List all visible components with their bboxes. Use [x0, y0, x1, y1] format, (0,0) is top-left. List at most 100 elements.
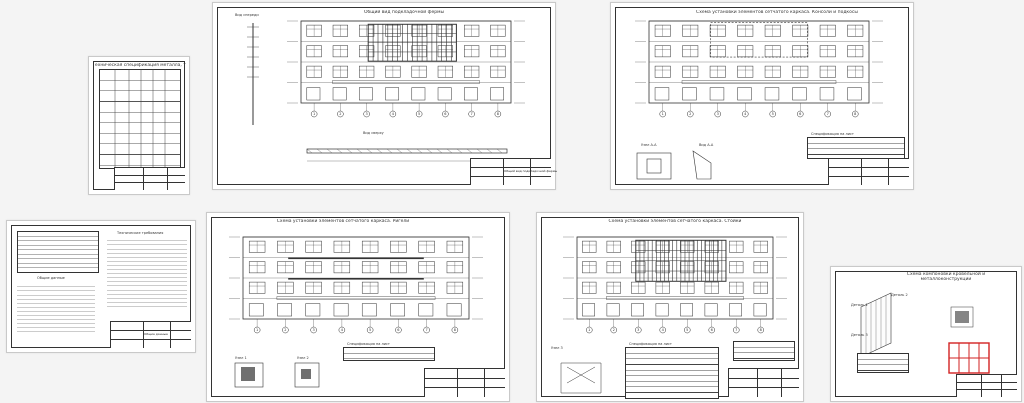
- sheet-frame: [211, 217, 505, 397]
- side-view-label: Вид спереди: [235, 13, 259, 17]
- axis-label: 1: [588, 328, 590, 332]
- axis-label: 7: [426, 328, 428, 332]
- node2-plate: [294, 362, 320, 388]
- shop-window: [446, 303, 462, 317]
- axis-marker: [659, 326, 666, 334]
- axis-label: 5: [686, 328, 688, 332]
- canopy: [276, 296, 436, 300]
- sheet-rigels[interactable]: Схема установки элементов сетчатого карк…: [206, 212, 510, 402]
- spec-table: [343, 347, 435, 361]
- top-view-beam: [306, 148, 508, 154]
- node-brace: [566, 366, 596, 384]
- node1-profile: [241, 367, 255, 381]
- axis-label: 7: [827, 112, 829, 116]
- axis-marker: [769, 110, 776, 118]
- sheet-general-view[interactable]: Общий вид подкладочной фермы Вид спереди…: [212, 2, 557, 190]
- shop-window: [359, 87, 373, 101]
- shop-window: [464, 87, 478, 101]
- axis-marker: [363, 110, 370, 118]
- axis-label: 3: [366, 112, 368, 116]
- top-view-truss: [436, 148, 443, 154]
- axis-marker: [852, 110, 859, 118]
- spec-table: [625, 347, 719, 399]
- shop-window: [390, 303, 405, 317]
- node-label: Узел 3: [551, 346, 563, 350]
- top-view-truss: [496, 148, 503, 154]
- axis-marker: [586, 326, 593, 334]
- shop-window: [305, 303, 321, 317]
- top-view-truss: [386, 148, 393, 154]
- axis-marker: [338, 326, 346, 334]
- axis-marker: [310, 110, 318, 118]
- axis-marker: [684, 326, 691, 334]
- sheet-isometric[interactable]: Схема компоновки кровельной и металлокон…: [830, 266, 1022, 402]
- top-view-truss: [326, 148, 333, 154]
- shop-window: [764, 87, 780, 101]
- shop-window: [737, 87, 752, 101]
- top-view-truss: [466, 148, 473, 154]
- sheet-frame: [217, 7, 551, 185]
- node-b-bracket: [692, 150, 712, 180]
- axis-marker: [757, 326, 764, 334]
- axis-marker: [797, 110, 804, 118]
- top-view-truss: [366, 148, 373, 154]
- console-zone: [710, 22, 808, 58]
- axis-label: 8: [454, 328, 456, 332]
- canopy: [606, 296, 744, 300]
- axis-label: 2: [284, 328, 286, 332]
- sheet-title: Схема установки элементов сетчатого карк…: [276, 219, 410, 224]
- shop-window: [411, 87, 426, 101]
- canopy: [332, 80, 480, 84]
- axis-label: 5: [772, 112, 774, 116]
- node2-profile: [301, 369, 311, 379]
- shop-window: [437, 87, 452, 101]
- detail-profile: [955, 311, 969, 323]
- sheet-title: Схема компоновки кровельной и металлокон…: [906, 272, 986, 282]
- spec-table: [807, 137, 905, 159]
- detail-2-label: Деталь 2: [891, 293, 908, 297]
- shop-window: [418, 303, 434, 317]
- axis-label: 3: [717, 112, 719, 116]
- sheet-frame: [11, 225, 191, 348]
- top-view-truss: [316, 148, 323, 154]
- shop-window: [277, 303, 292, 317]
- top-view-truss: [426, 148, 433, 154]
- sheet-spec-table[interactable]: Техническая спецификация металла, т: [88, 56, 190, 195]
- axis-marker: [282, 326, 289, 334]
- axis-marker: [610, 326, 617, 334]
- sheet-consoles[interactable]: Схема установки элементов сетчатого карк…: [610, 2, 914, 190]
- axis-label: 8: [854, 112, 856, 116]
- shop-window: [606, 303, 620, 317]
- axis-marker: [451, 326, 459, 334]
- node-a-plate: [636, 152, 672, 180]
- shop-window: [582, 303, 595, 317]
- sheet-general-notes[interactable]: Общие данные Технические требования Общи…: [6, 220, 196, 353]
- axis-label: 5: [418, 112, 420, 116]
- top-view-truss: [486, 148, 493, 154]
- sheet-title: Техническая спецификация металла, т: [92, 63, 186, 68]
- axis-label: 2: [339, 112, 341, 116]
- top-view-truss: [376, 148, 383, 154]
- axis-label: 2: [613, 328, 615, 332]
- sheet-posts[interactable]: Схема установки элементов сетчатого карк…: [536, 212, 804, 402]
- isometric-drawing: [860, 292, 990, 374]
- top-view-truss: [476, 148, 483, 154]
- axis-label: 7: [735, 328, 737, 332]
- sheet-title: Общий вид подкладочной фермы: [363, 10, 445, 15]
- axis-label: 5: [369, 328, 371, 332]
- title-block: [728, 368, 799, 397]
- spec-label: Спецификация на лист: [347, 342, 390, 346]
- axis-label: 2: [689, 112, 691, 116]
- tech-req-text: [107, 237, 187, 307]
- axis-marker: [494, 110, 502, 118]
- top-view-truss: [416, 148, 423, 154]
- axis-label: 4: [392, 112, 395, 116]
- shop-window: [729, 303, 742, 317]
- axis-label: 3: [637, 328, 639, 332]
- axis-label: 6: [711, 328, 713, 332]
- axis-marker: [742, 110, 749, 118]
- axis-label: 1: [662, 112, 664, 116]
- axis-marker: [366, 326, 374, 334]
